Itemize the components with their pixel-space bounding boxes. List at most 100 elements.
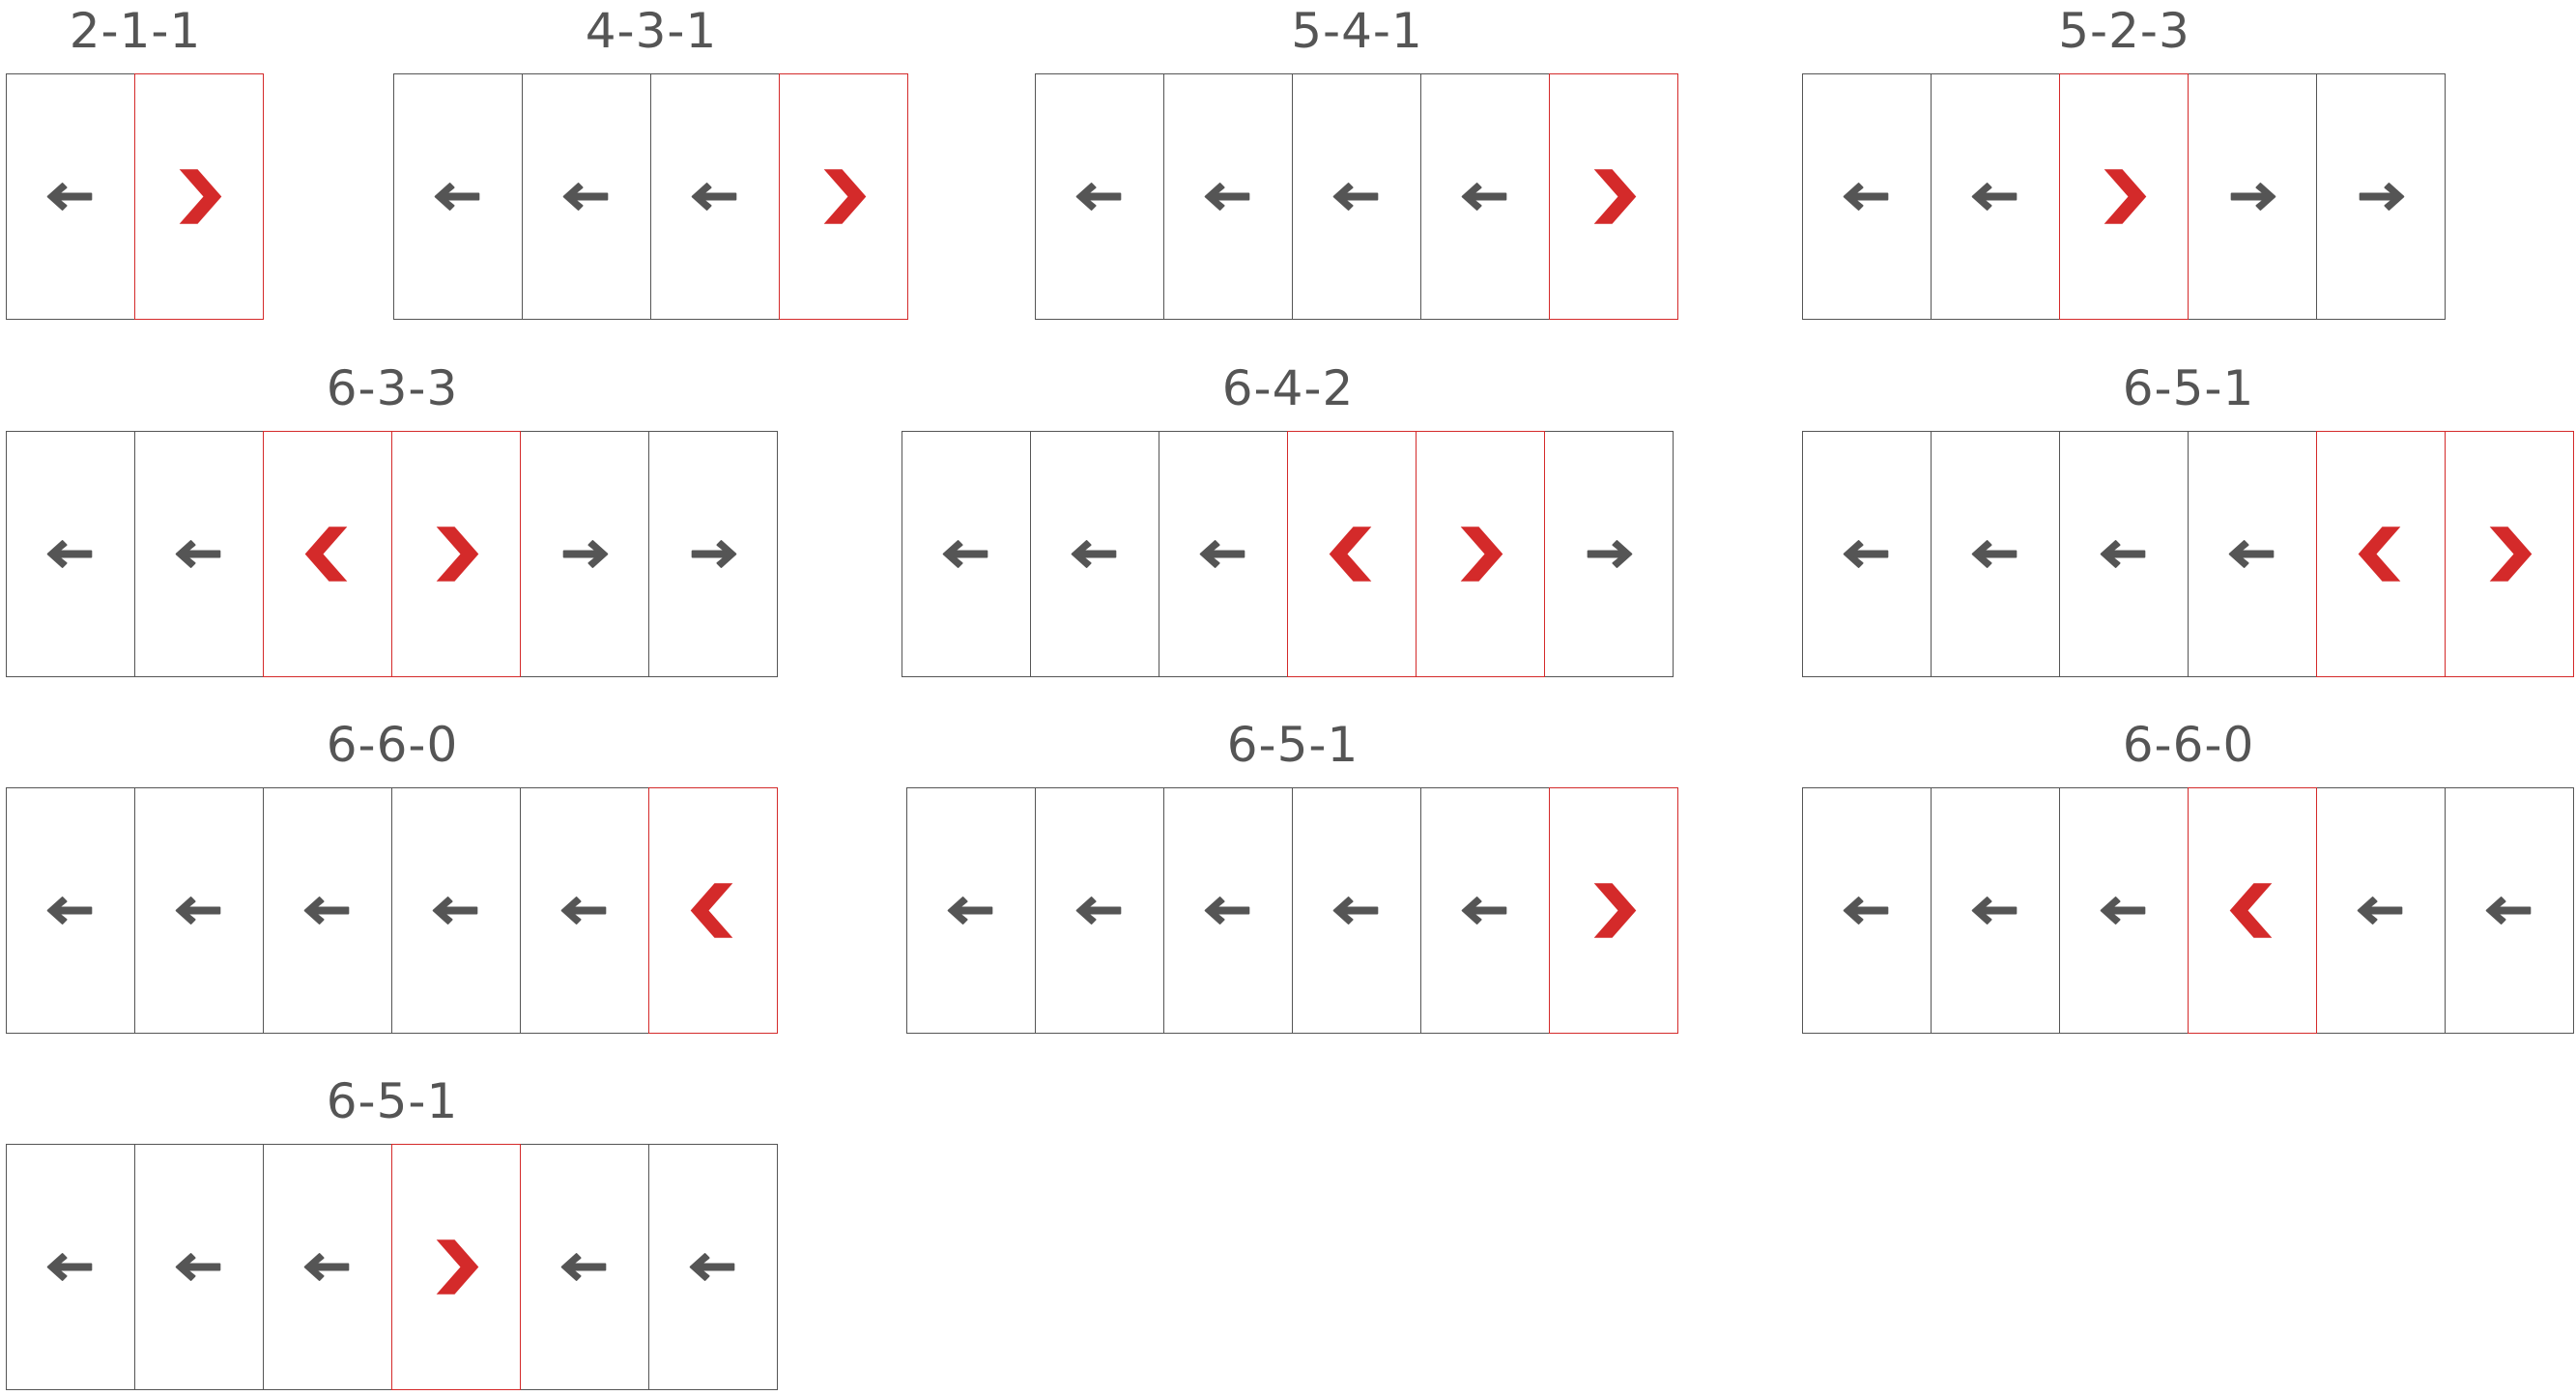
arrow-left-icon (1204, 183, 1250, 211)
sliding-panel (134, 1144, 264, 1390)
sliding-panel (520, 787, 649, 1034)
hinged-panel (1549, 73, 1678, 320)
arrow-left-icon (1075, 183, 1122, 211)
sliding-panel (1292, 73, 1421, 320)
panel-row (1035, 73, 1679, 323)
sliding-panel (1420, 73, 1550, 320)
configuration-label: 2-1-1 (69, 3, 202, 59)
panel-row (1802, 431, 2575, 680)
sliding-panel (6, 787, 135, 1034)
sliding-panel (2059, 431, 2189, 677)
chevron-left-icon (304, 527, 348, 582)
sliding-panel (520, 431, 649, 677)
chevron-left-icon (1329, 527, 1372, 582)
sliding-panel (522, 73, 651, 320)
configuration-label: 5-2-3 (2058, 3, 2190, 59)
configuration-7: 6-5-1 (1802, 361, 2575, 680)
configuration-label: 5-4-1 (1291, 3, 1423, 59)
arrow-left-icon (434, 183, 480, 211)
arrow-left-icon (1071, 540, 1117, 568)
sliding-panel (650, 73, 780, 320)
configuration-5: 6-3-3 (6, 361, 779, 680)
sliding-panel (2445, 787, 2574, 1034)
sliding-panel (520, 1144, 649, 1390)
chevron-right-icon (2104, 169, 2147, 224)
arrow-left-icon (1843, 897, 1889, 925)
configuration-label: 6-5-1 (326, 1073, 459, 1129)
arrow-left-icon (560, 1253, 607, 1281)
hinged-panel (2059, 73, 2189, 320)
hinged-panel (1549, 787, 1678, 1034)
arrow-left-icon (1332, 897, 1379, 925)
hinged-panel (2316, 431, 2446, 677)
arrow-left-icon (175, 897, 221, 925)
chevron-right-icon (179, 169, 222, 224)
chevron-right-icon (2489, 527, 2533, 582)
sliding-panel (2188, 431, 2317, 677)
arrow-left-icon (947, 897, 993, 925)
chevron-right-icon (1593, 883, 1637, 938)
arrow-left-icon (432, 897, 478, 925)
arrow-left-icon (46, 183, 93, 211)
sliding-panel (263, 787, 392, 1034)
panel-row (6, 431, 779, 680)
arrow-left-icon (2228, 540, 2275, 568)
arrow-left-icon (689, 1253, 735, 1281)
configuration-4: 5-2-3 (1802, 4, 2447, 323)
panel-row (1802, 73, 2447, 323)
configuration-9: 6-5-1 (906, 718, 1679, 1037)
arrow-left-icon (942, 540, 988, 568)
panel-row (902, 431, 1674, 680)
sliding-panel (393, 73, 523, 320)
sliding-panel (902, 431, 1031, 677)
configuration-10: 6-6-0 (1802, 718, 2575, 1037)
panel-row (6, 73, 265, 323)
arrow-left-icon (175, 540, 221, 568)
arrow-left-icon (2100, 540, 2146, 568)
arrow-left-icon (1843, 540, 1889, 568)
sliding-panel (1292, 787, 1421, 1034)
arrow-left-icon (46, 897, 93, 925)
hinged-panel (2445, 431, 2574, 677)
arrow-right-icon (1587, 540, 1633, 568)
sliding-panel (1420, 787, 1550, 1034)
chevron-right-icon (1460, 527, 1503, 582)
sliding-panel (1544, 431, 1674, 677)
hinged-panel (1287, 431, 1417, 677)
sliding-panel (2059, 787, 2189, 1034)
sliding-panel (1163, 73, 1293, 320)
sliding-panel (906, 787, 1036, 1034)
sliding-panel (1035, 787, 1164, 1034)
configuration-label: 4-3-1 (585, 3, 718, 59)
sliding-panel (1802, 73, 1932, 320)
hinged-panel (779, 73, 908, 320)
arrow-left-icon (2100, 897, 2146, 925)
arrow-left-icon (691, 183, 737, 211)
arrow-left-icon (1461, 897, 1507, 925)
arrow-left-icon (1971, 540, 2018, 568)
configuration-label: 6-5-1 (2122, 360, 2255, 416)
arrow-left-icon (2357, 897, 2403, 925)
arrow-left-icon (1843, 183, 1889, 211)
arrow-left-icon (46, 540, 93, 568)
sliding-panel (134, 431, 264, 677)
arrow-left-icon (175, 1253, 221, 1281)
panel-row (906, 787, 1679, 1037)
sliding-panel (1035, 73, 1164, 320)
chevron-left-icon (2358, 527, 2401, 582)
configuration-label: 6-4-2 (1221, 360, 1355, 416)
arrow-left-icon (303, 1253, 350, 1281)
configuration-label: 6-3-3 (326, 360, 459, 416)
arrow-left-icon (46, 1253, 93, 1281)
panel-row (6, 1144, 779, 1393)
chevron-left-icon (2229, 883, 2273, 938)
arrow-right-icon (2359, 183, 2405, 211)
configuration-11: 6-5-1 (6, 1074, 779, 1393)
hinged-panel (391, 1144, 521, 1390)
sliding-panel (1030, 431, 1159, 677)
sliding-panel (1931, 73, 2060, 320)
panel-row (6, 787, 779, 1037)
hinged-panel (648, 787, 778, 1034)
arrow-left-icon (1332, 183, 1379, 211)
